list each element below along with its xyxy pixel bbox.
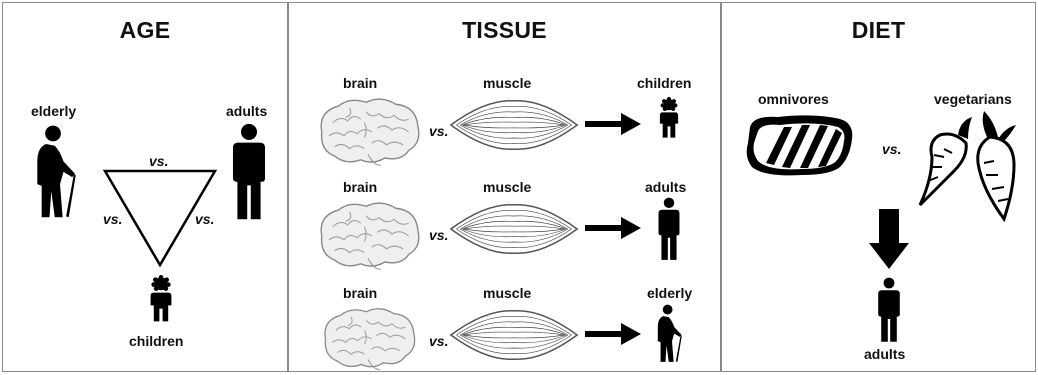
- arrow-right-icon: [585, 217, 641, 239]
- vs-label: vs.: [429, 123, 448, 139]
- arrow-right-icon: [585, 113, 641, 135]
- carrots-icon: [918, 109, 1028, 221]
- child-person-icon: [655, 95, 683, 141]
- age-panel: AGE elderly adults vs. vs. vs. children: [2, 2, 288, 372]
- adults-label: adults: [864, 346, 905, 362]
- brain-label: brain: [343, 75, 377, 91]
- vs-label: vs.: [429, 227, 448, 243]
- brain-icon: [307, 199, 429, 273]
- diet-panel: DIET omnivores vs. vegetarians adults: [721, 2, 1036, 372]
- brain-label: brain: [343, 285, 377, 301]
- tissue-panel: TISSUE brain vs. muscle children brain v…: [288, 2, 721, 372]
- brain-label: brain: [343, 179, 377, 195]
- muscle-icon: [449, 97, 579, 153]
- age-title: AGE: [3, 17, 287, 44]
- adult-person-icon: [231, 123, 267, 221]
- vs-left-label: vs.: [103, 211, 122, 227]
- brain-icon: [307, 305, 429, 373]
- tissue-title: TISSUE: [289, 17, 720, 44]
- vs-label: vs.: [882, 141, 901, 157]
- muscle-label: muscle: [483, 285, 531, 301]
- elderly-label: elderly: [647, 285, 692, 301]
- brain-icon: [307, 95, 429, 169]
- vs-right-label: vs.: [195, 211, 214, 227]
- muscle-label: muscle: [483, 179, 531, 195]
- children-label: children: [129, 333, 183, 349]
- adult-person-icon: [874, 277, 904, 343]
- arrow-right-icon: [585, 323, 641, 345]
- children-label: children: [637, 75, 691, 91]
- vegetarians-label: vegetarians: [934, 91, 1012, 107]
- elderly-person-icon: [653, 303, 691, 363]
- adults-label: adults: [645, 179, 686, 195]
- adult-person-icon: [655, 197, 683, 261]
- vs-label: vs.: [429, 333, 448, 349]
- muscle-icon: [449, 201, 579, 257]
- omnivores-label: omnivores: [758, 91, 829, 107]
- elderly-person-icon: [31, 123, 89, 219]
- muscle-label: muscle: [483, 75, 531, 91]
- adults-label: adults: [226, 103, 267, 119]
- vs-top-label: vs.: [149, 153, 168, 169]
- child-person-icon: [145, 273, 177, 325]
- arrow-down-icon: [869, 209, 909, 269]
- elderly-label: elderly: [31, 103, 76, 119]
- steak-icon: [744, 113, 856, 179]
- muscle-icon: [449, 307, 579, 363]
- diet-title: DIET: [722, 17, 1035, 44]
